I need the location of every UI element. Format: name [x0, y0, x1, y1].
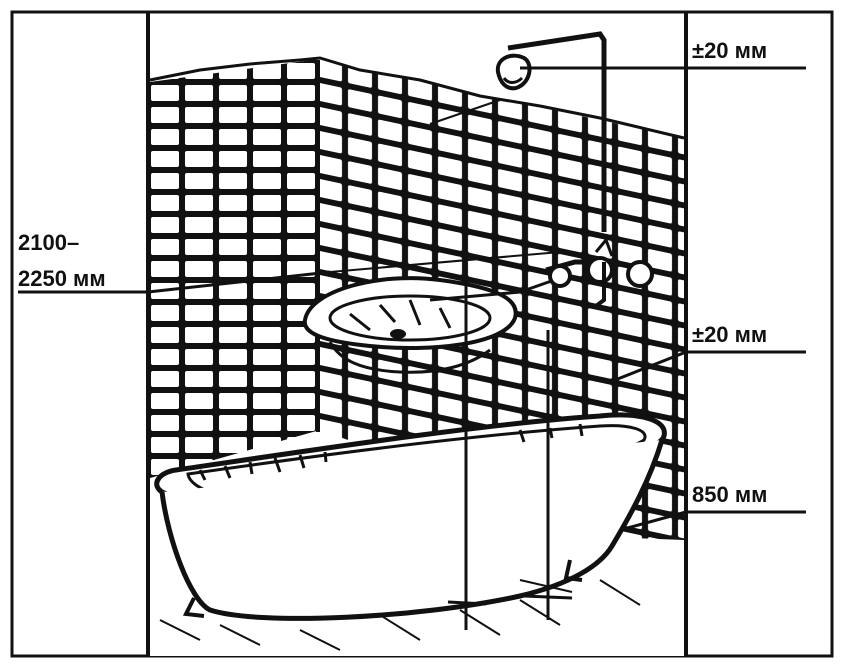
mixer-tolerance-label: ±20 мм	[692, 322, 767, 347]
mixer-faucet-icon	[545, 237, 654, 308]
bathtub-icon	[154, 412, 667, 621]
measurement-lines	[429, 99, 573, 630]
shower-tolerance-label: ±20 мм	[692, 38, 767, 63]
sink-icon	[302, 276, 561, 374]
bath-height-label: 850 мм	[692, 482, 767, 507]
height-range-label-line2: 2250 мм	[18, 266, 106, 291]
leader-lines	[18, 66, 806, 532]
shower-head-icon	[495, 31, 607, 232]
height-range-label-line1: 2100–	[18, 230, 79, 255]
